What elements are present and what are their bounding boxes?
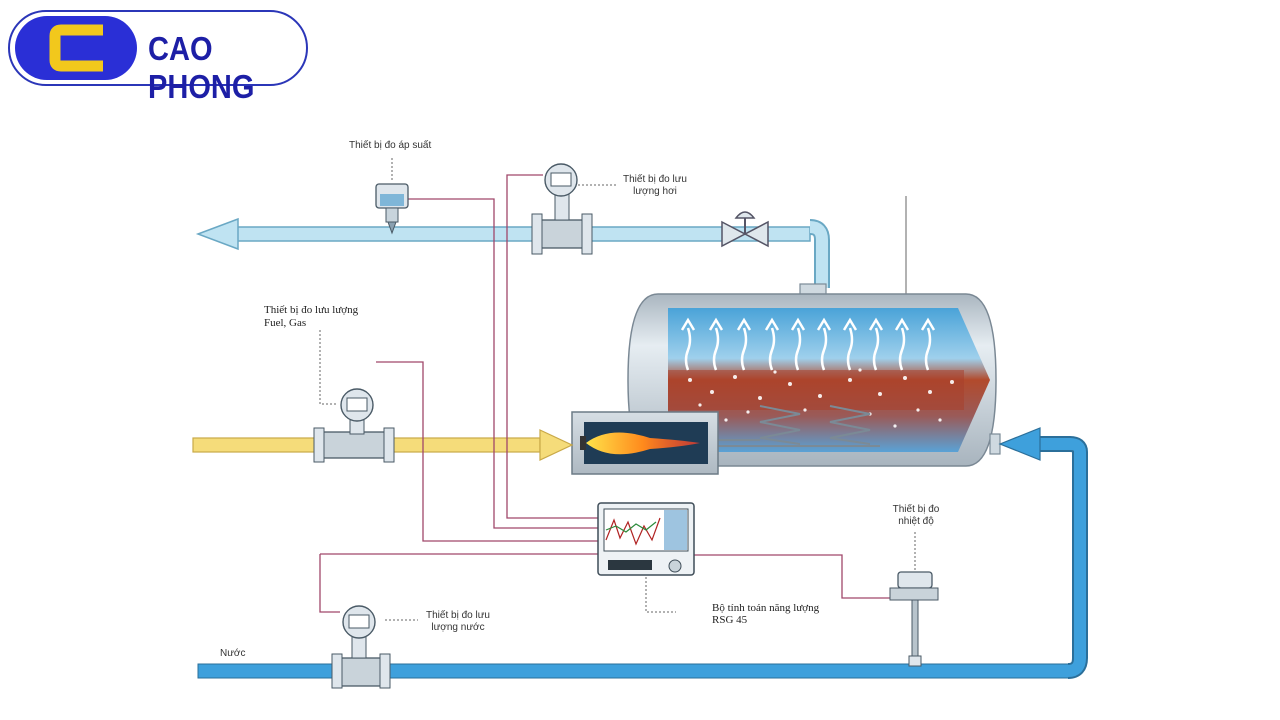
boiler-tank xyxy=(627,293,1001,467)
brand-logo: CAO PHONG xyxy=(8,10,308,105)
steam-flowmeter-label-1: Thiết bị đo lưu xyxy=(623,174,687,185)
steam-flowmeter-label-2: lượng hơi xyxy=(633,186,677,197)
energy-calculator-monitor-icon xyxy=(597,502,695,576)
c-letter-icon xyxy=(49,24,103,72)
water-label: Nước xyxy=(220,648,246,659)
brand-name: CAO PHONG xyxy=(148,30,255,105)
fuel-flowmeter-label-1: Thiết bị đo lưu lượng xyxy=(264,304,359,316)
signal-wires xyxy=(319,174,890,613)
energy-calculator-label-2: RSG 45 xyxy=(712,614,748,626)
steam-rising-arrow-icons xyxy=(680,317,936,371)
water-flowmeter-label-1: Thiết bị đo lưu xyxy=(426,610,490,621)
steam-outlet-arrow-icon xyxy=(195,217,239,251)
pressure-sensor-icon xyxy=(375,183,409,235)
valve-icon xyxy=(721,211,769,248)
steam-flowmeter-icon xyxy=(531,163,593,255)
heating-coil xyxy=(715,405,880,447)
flame-icon xyxy=(586,432,700,455)
temperature-sensor-label-2: nhiệt độ xyxy=(898,516,934,527)
fuel-flowmeter-label-2: Fuel, Gas xyxy=(264,317,307,329)
temperature-sensor-label-1: Thiết bị đo xyxy=(892,504,940,515)
fuel-flowmeter-icon xyxy=(313,388,395,463)
water-flowmeter-icon xyxy=(331,605,391,689)
water-flowmeter-label-2: lượng nước xyxy=(431,622,485,633)
burner-furnace xyxy=(571,411,719,475)
pressure-sensor-label: Thiết bị đo áp suất xyxy=(349,140,432,151)
logo-mark xyxy=(15,16,137,80)
fuel-arrow-icon xyxy=(539,429,574,461)
temperature-sensor-icon xyxy=(889,571,939,667)
water-inlet-arrow-icon xyxy=(998,427,1041,461)
energy-calculator-label-1: Bộ tính toán năng lượng xyxy=(712,602,820,614)
water-pipe xyxy=(197,427,1088,679)
steam-pipe xyxy=(195,217,830,288)
